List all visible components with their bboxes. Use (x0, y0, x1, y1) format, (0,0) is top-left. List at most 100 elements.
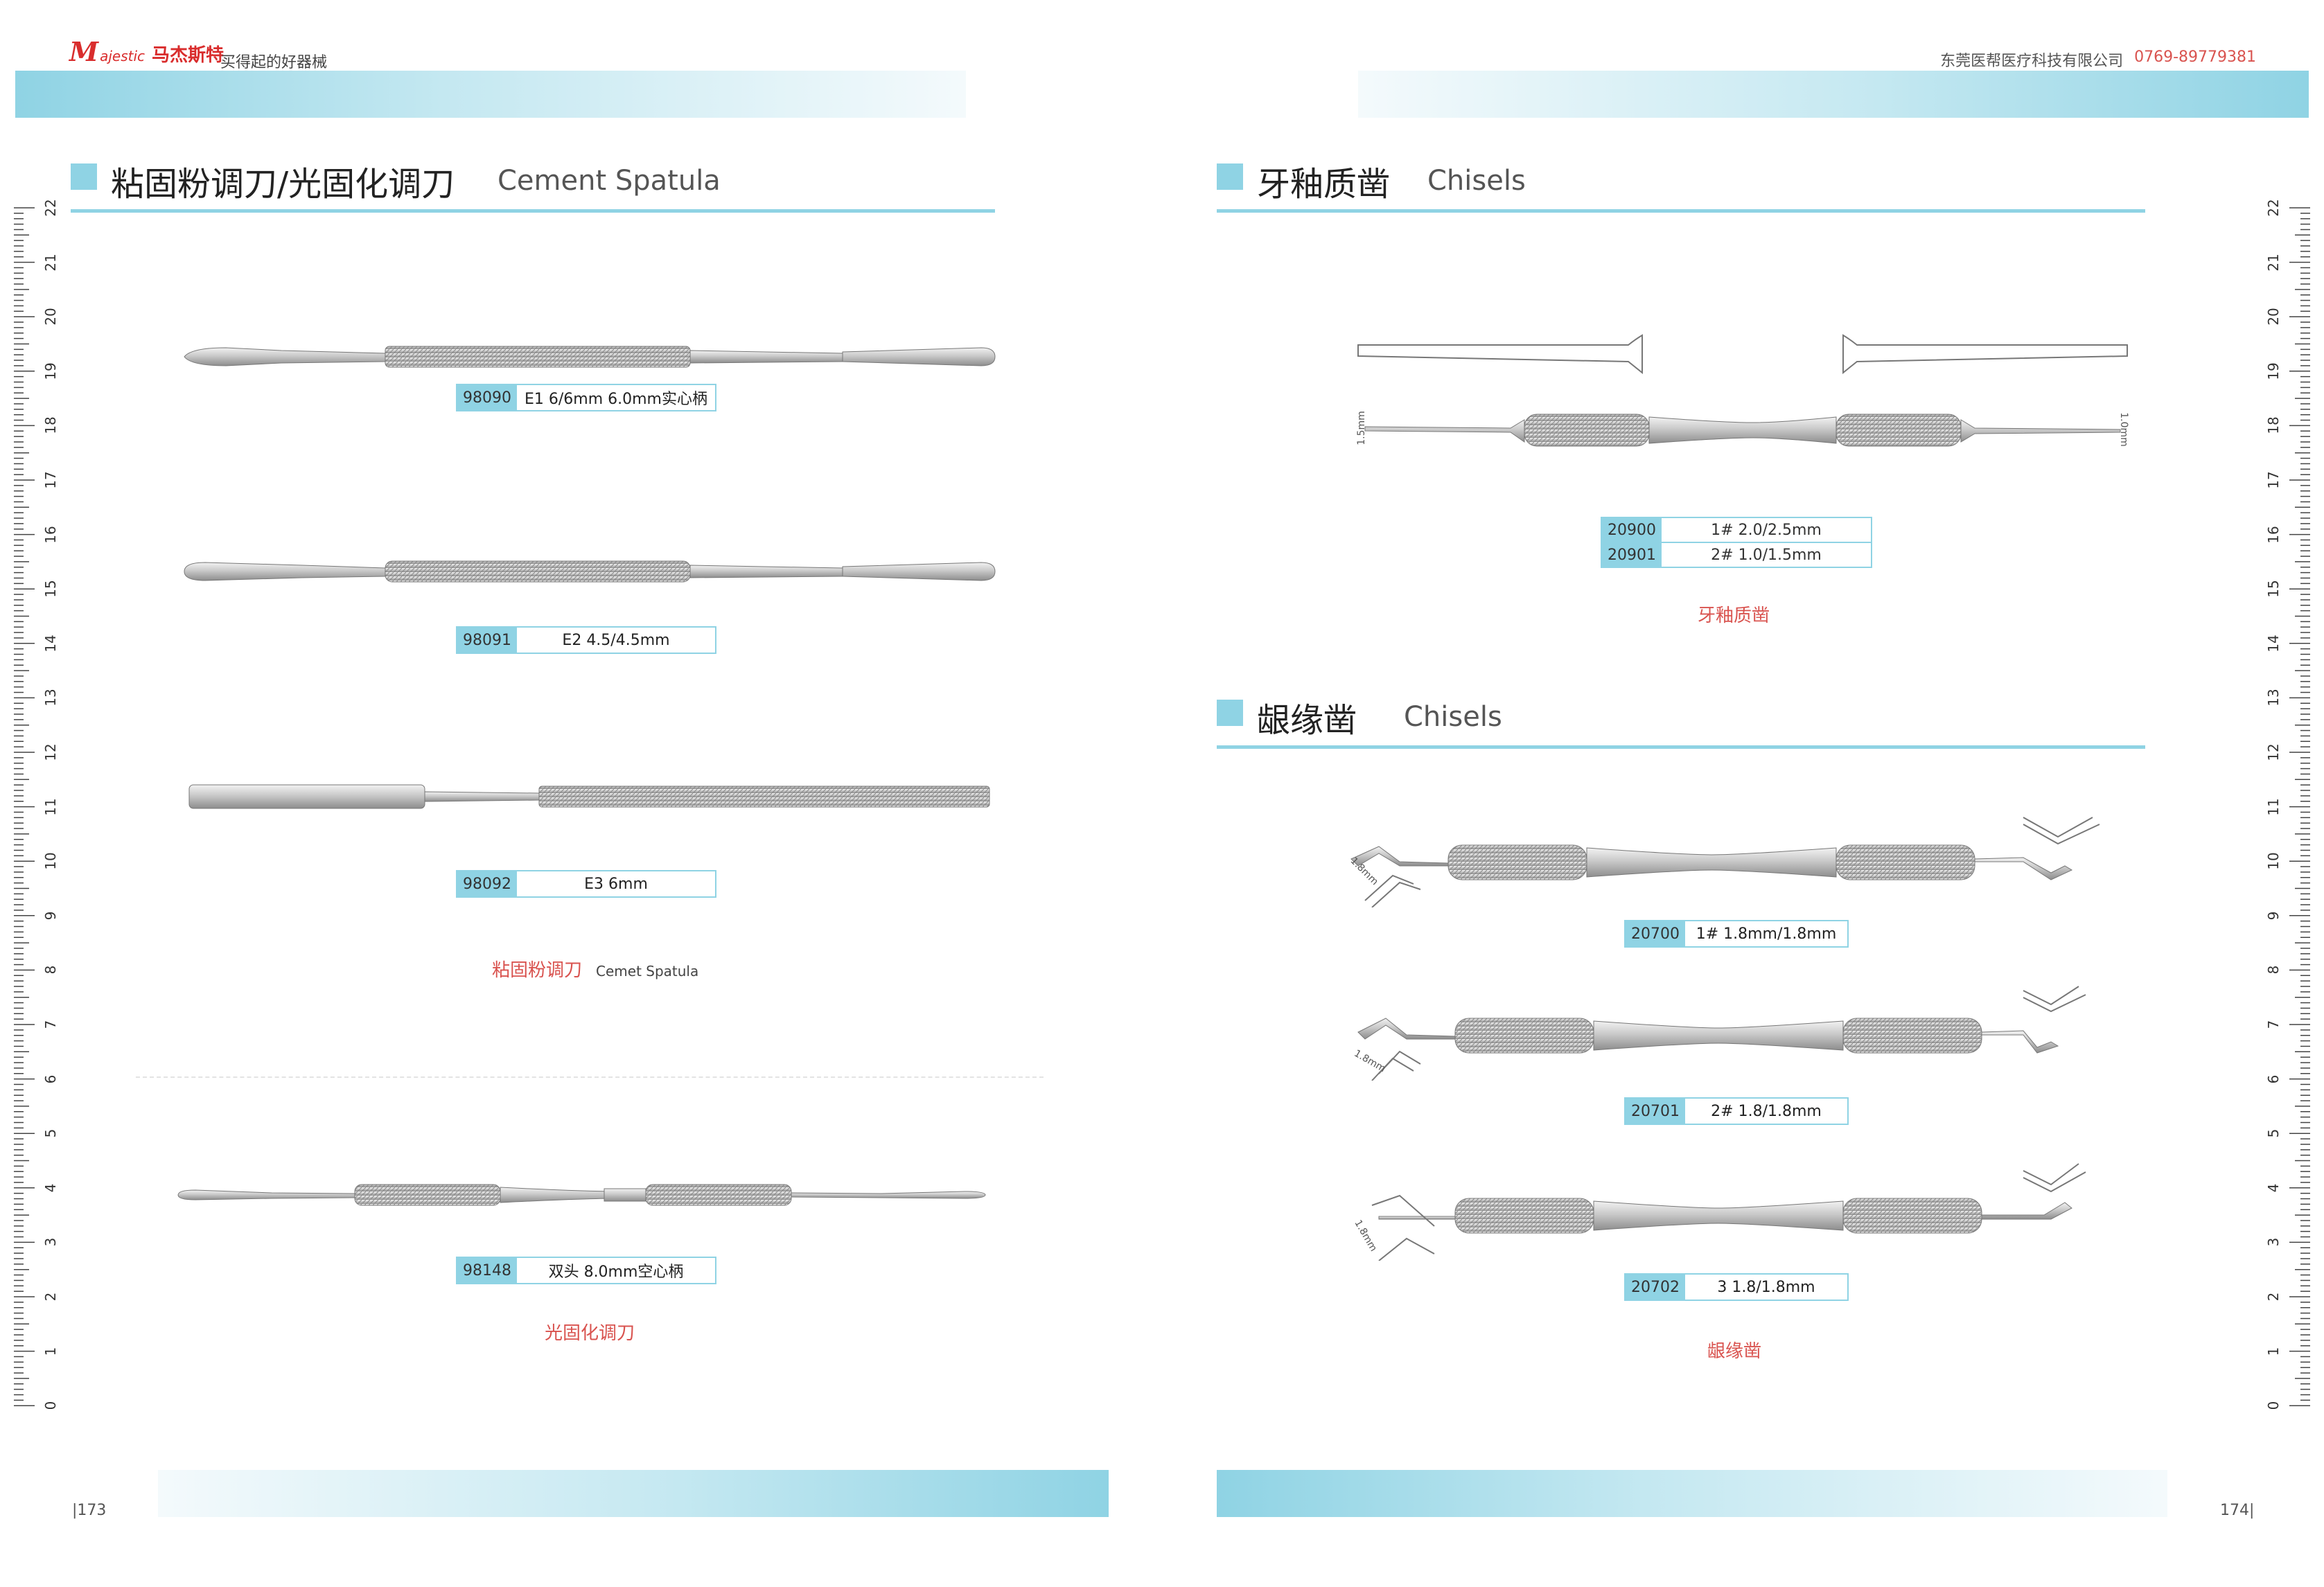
ruler-label: 8 (2265, 966, 2282, 975)
bottom-band-left (158, 1470, 1109, 1517)
spatula-98148-image (177, 1184, 986, 1206)
product-code: 20700 (1626, 921, 1685, 946)
product-code: 20702 (1626, 1275, 1685, 1300)
ruler-label: 16 (2265, 525, 2282, 544)
ruler-label: 2 (2265, 1292, 2282, 1302)
spatula-98090-image (184, 346, 996, 368)
bottom-band-right (1217, 1470, 2167, 1517)
section-title-en: Chisels (1427, 165, 1526, 197)
ruler-label: 3 (42, 1238, 59, 1247)
ruler-label: 18 (42, 416, 59, 435)
product-code: 98092 (457, 871, 517, 896)
product-desc: E1 6/6mm 6.0mm实心柄 (524, 391, 707, 408)
caption-gingival-chisel: 龈缘凿 (1707, 1341, 1762, 1362)
ruler-label: 0 (42, 1401, 59, 1410)
table-row: 20901 2# 1.0/1.5mm (1602, 542, 1871, 567)
top-band-left (15, 71, 966, 118)
section-underline (1217, 745, 2145, 749)
gingival-chisel-20702-image (1371, 1163, 2086, 1261)
product-label-20702: 20702 3 1.8/1.8mm (1624, 1273, 1849, 1301)
ruler-label: 22 (2265, 199, 2282, 217)
product-code: 98091 (457, 628, 517, 653)
product-code: 20701 (1626, 1099, 1685, 1124)
ruler-label: 18 (2265, 416, 2282, 435)
product-desc: 2# 1.8/1.8mm (1711, 1102, 1822, 1120)
section-underline (71, 209, 995, 213)
ruler-label: 10 (2265, 852, 2282, 870)
section-marker (71, 163, 97, 190)
ruler-label: 20 (2265, 308, 2282, 326)
logo-chinese: 马杰斯特 (152, 45, 225, 66)
ruler-label: 9 (2265, 911, 2282, 921)
caption-cn: 粘固粉调刀 (492, 960, 583, 981)
product-label-20701: 20701 2# 1.8/1.8mm (1624, 1097, 1849, 1125)
ruler-label: 13 (2265, 689, 2282, 707)
table-row: 20900 1# 2.0/2.5mm (1602, 518, 1871, 542)
enamel-chisel-table: 20900 1# 2.0/2.5mm 20901 2# 1.0/1.5mm (1601, 517, 1872, 568)
gingival-chisel-20701-image (1357, 986, 2086, 1081)
product-label-98091: 98091 E2 4.5/4.5mm (456, 626, 716, 654)
spatula-98091-image (184, 560, 996, 583)
spatula-98092-image (188, 784, 990, 809)
ruler-label: 12 (2265, 743, 2282, 761)
ruler-label: 11 (2265, 797, 2282, 816)
product-desc: E3 6mm (584, 875, 648, 893)
logo-english: ajestic (100, 48, 146, 64)
product-label-20700: 20700 1# 1.8mm/1.8mm (1624, 920, 1849, 948)
ruler-label: 15 (2265, 580, 2282, 598)
ruler-label: 10 (42, 852, 59, 870)
section-marker (1217, 163, 1243, 190)
product-desc: 1# 2.0/2.5mm (1711, 521, 1822, 539)
product-desc: E2 4.5/4.5mm (562, 631, 670, 649)
top-band-right (1358, 71, 2309, 118)
tip-size-label: 1.5mm (1355, 411, 1367, 445)
section-underline (1217, 209, 2145, 213)
ruler-label: 8 (42, 966, 59, 975)
section-title-cn: 牙釉质凿 (1257, 165, 1391, 204)
page-number-left: |173 (72, 1502, 107, 1519)
ruler-label: 0 (2265, 1401, 2282, 1410)
product-label-98090: 98090 E1 6/6mm 6.0mm实心柄 (456, 384, 716, 411)
product-label-98092: 98092 E3 6mm (456, 870, 716, 898)
logo-mark: M (69, 36, 99, 67)
gingival-chisel-20700-image (1350, 817, 2100, 907)
ruler-label: 6 (2265, 1074, 2282, 1083)
caption-enamel-chisel: 牙釉质凿 (1698, 605, 1770, 626)
ruler-label: 19 (2265, 362, 2282, 380)
section-marker (1217, 700, 1243, 726)
ruler-label: 16 (42, 525, 59, 544)
ruler-label: 4 (42, 1183, 59, 1193)
caption-light-cure-spatula: 光固化调刀 (545, 1323, 635, 1344)
product-code: 98148 (457, 1258, 517, 1283)
ruler-label: 6 (42, 1074, 59, 1083)
section-title-cn: 龈缘凿 (1257, 701, 1357, 740)
section-title-en: Chisels (1404, 701, 1502, 733)
caption-cement-spatula: 粘固粉调刀 Cemet Spatula (492, 956, 698, 982)
company-info: 东莞医帮医疗科技有限公司 0769-89779381 (1940, 48, 2256, 71)
ruler-label: 3 (2265, 1238, 2282, 1247)
product-desc: 3 1.8/1.8mm (1717, 1278, 1815, 1296)
product-desc: 2# 1.0/1.5mm (1711, 546, 1822, 564)
ruler-label: 14 (2265, 635, 2282, 653)
divider (136, 1076, 1044, 1078)
ruler-label: 14 (42, 635, 59, 653)
company-phone: 0769-89779381 (2134, 48, 2256, 66)
ruler-label: 12 (42, 743, 59, 761)
ruler-label: 20 (42, 308, 59, 326)
ruler-label: 4 (2265, 1183, 2282, 1193)
ruler-label: 17 (2265, 471, 2282, 489)
ruler-label: 7 (2265, 1020, 2282, 1029)
brand-logo: M ajestic 马杰斯特 (69, 36, 224, 67)
product-label-98148: 98148 双头 8.0mm空心柄 (456, 1257, 716, 1284)
caption-en: Cemet Spatula (596, 963, 699, 979)
ruler-label: 5 (42, 1128, 59, 1138)
product-code: 20901 (1602, 543, 1662, 567)
product-desc: 双头 8.0mm空心柄 (548, 1264, 684, 1281)
ruler-label: 1 (2265, 1347, 2282, 1356)
ruler-left (14, 207, 35, 1406)
company-name: 东莞医帮医疗科技有限公司 (1940, 53, 2124, 70)
ruler-label: 22 (42, 199, 59, 217)
ruler-label: 7 (42, 1020, 59, 1029)
